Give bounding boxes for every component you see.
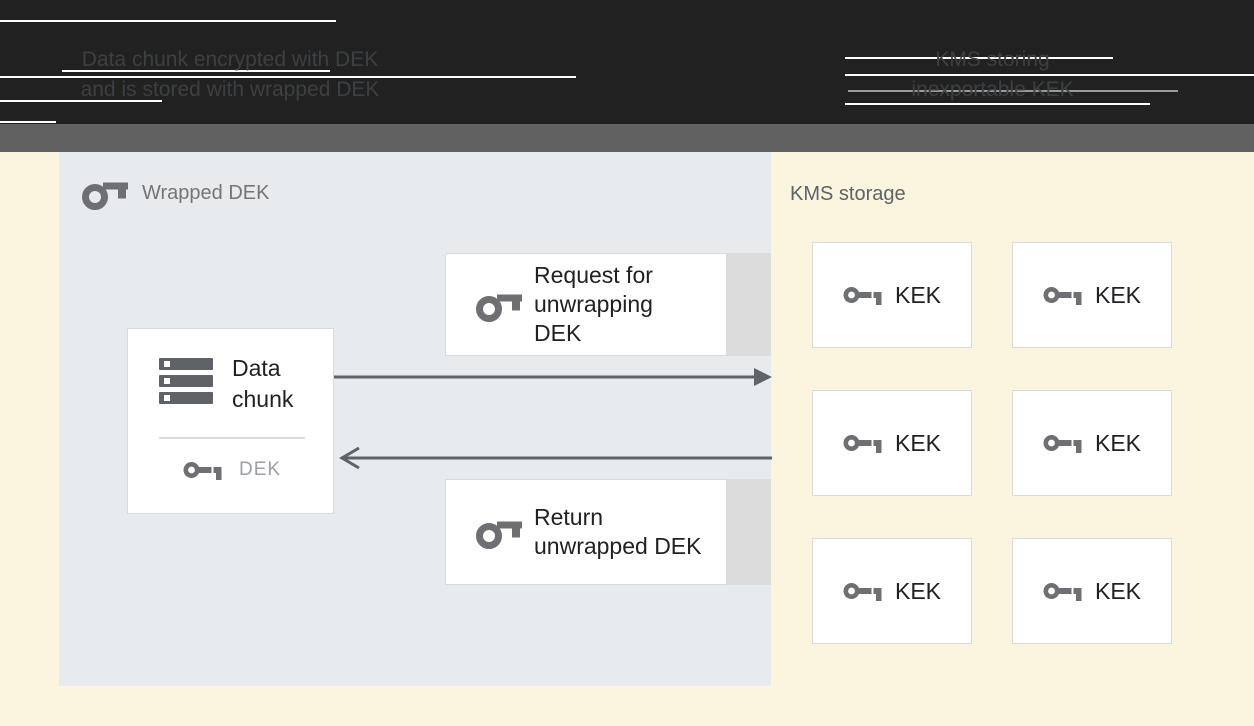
key-icon: [843, 435, 882, 453]
glitch-stripe: [0, 20, 336, 22]
caption-line: inexportable KEK: [911, 78, 1074, 101]
key-icon: [843, 287, 882, 305]
kek-label: KEK: [1094, 281, 1142, 308]
kms-caption: KMS storing inexportable KEK: [800, 45, 1185, 105]
key-icon: [476, 294, 522, 322]
wrapped-dek-panel: Wrapped DEK Data chunk: [59, 152, 771, 686]
data-chunk-box: Data chunk DEK: [127, 328, 334, 514]
return-unwrapped-box: Return unwrapped DEK: [445, 479, 727, 585]
kek-box: KEK: [812, 242, 972, 348]
kek-label: KEK: [1094, 429, 1142, 456]
caption-line: Data chunk encrypted with DEK: [81, 48, 379, 71]
data-chunk-title: Data chunk: [232, 355, 294, 412]
glitch-stripe: [848, 90, 1178, 92]
request-unwrap-label: Request for unwrapping DEK: [534, 262, 653, 346]
caption-line: KMS storing: [935, 48, 1050, 71]
kek-box: KEK: [1012, 242, 1172, 348]
kek-label: KEK: [894, 429, 942, 456]
key-icon: [843, 583, 882, 601]
kek-box: KEK: [812, 538, 972, 644]
server-stack-icon: [159, 358, 213, 404]
key-icon: [82, 182, 128, 210]
kms-storage-label: KMS storage: [790, 183, 906, 205]
glitch-stripe: [845, 74, 1254, 76]
glitch-stripe: [0, 121, 56, 123]
glitch-stripe: [0, 76, 576, 78]
key-icon: [1043, 287, 1082, 305]
key-icon: [183, 462, 222, 480]
glitch-stripe: [845, 57, 1113, 59]
kek-box: KEK: [812, 390, 972, 496]
wrapped-dek-label: Wrapped DEK: [142, 181, 270, 204]
caption-line: and is stored with wrapped DEK: [80, 78, 380, 101]
wrapped-dek-header: Wrapped DEK: [82, 176, 269, 210]
dek-label: DEK: [239, 459, 282, 480]
request-unwrap-box: Request for unwrapping DEK: [445, 253, 727, 356]
kek-label: KEK: [1094, 577, 1142, 604]
return-box-strip: [727, 479, 771, 585]
key-icon: [1043, 583, 1082, 601]
return-arrow-left: [339, 446, 772, 470]
glitch-stripe: [0, 100, 162, 102]
header-band: Data chunk encrypted with DEK and is sto…: [0, 0, 1254, 124]
glitch-stripe: [845, 103, 1150, 105]
key-icon: [476, 521, 522, 549]
glitch-stripe: [62, 70, 330, 72]
data-chunk-caption: Data chunk encrypted with DEK and is sto…: [38, 45, 422, 105]
request-box-strip: [727, 253, 771, 356]
divider: [159, 437, 305, 439]
return-unwrapped-label: Return unwrapped DEK: [534, 504, 702, 559]
gray-divider-band: [0, 124, 1254, 152]
request-arrow-right: [334, 368, 772, 386]
key-icon: [1043, 435, 1082, 453]
kek-label: KEK: [894, 577, 942, 604]
kek-box: KEK: [1012, 390, 1172, 496]
kek-label: KEK: [894, 281, 942, 308]
kek-box: KEK: [1012, 538, 1172, 644]
dek-row: DEK: [183, 459, 281, 481]
